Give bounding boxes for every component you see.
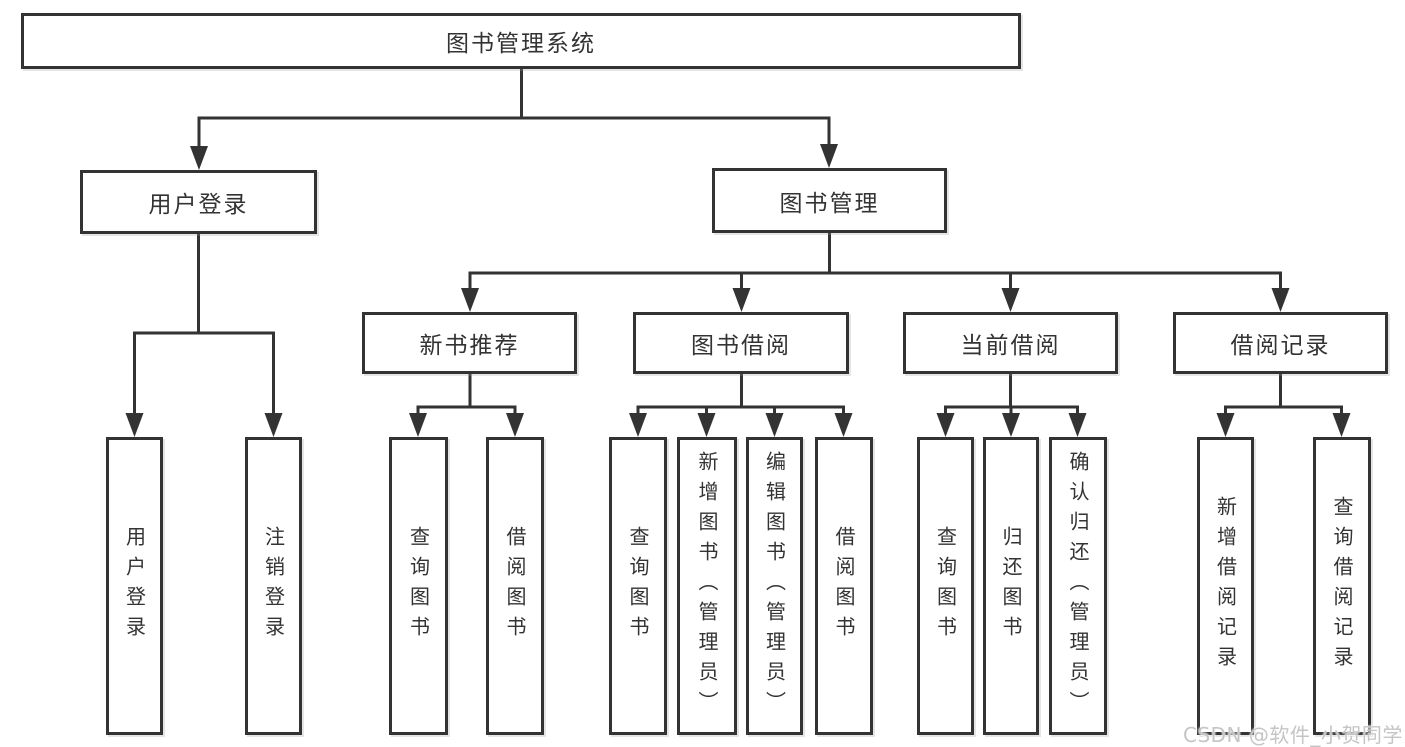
- node-label: 归还图书: [999, 526, 1023, 646]
- node-label: 借阅记录: [1230, 333, 1331, 359]
- csdn-watermark: CSDN @软件_小贺同学: [1183, 723, 1403, 747]
- leaf-add-borrow-record: 新增借阅记录: [1197, 437, 1254, 735]
- node-label: 用户登录: [122, 526, 147, 646]
- leaf-borrow-books-under-borrow: 借阅图书: [815, 437, 873, 735]
- leaf-logout: 注销登录: [245, 437, 302, 735]
- node-label: 新增借阅记录: [1213, 496, 1238, 676]
- node-borrow-records: 借阅记录: [1173, 312, 1388, 374]
- node-label: 图书借阅: [691, 333, 791, 359]
- leaf-query-books-under-current: 查询图书: [917, 437, 974, 735]
- leaf-user-login: 用户登录: [106, 437, 163, 735]
- node-root-library-system: 图书管理系统: [21, 13, 1021, 69]
- node-label: 查询图书: [933, 526, 958, 646]
- node-book-borrow: 图书借阅: [633, 312, 849, 374]
- node-current-borrow: 当前借阅: [903, 312, 1118, 374]
- node-label: 查询图书: [406, 526, 431, 646]
- node-label: 新书推荐: [419, 333, 520, 359]
- node-label: 借阅图书: [832, 526, 856, 646]
- node-label: 编辑图书（管理员）: [762, 451, 787, 721]
- node-label: 查询图书: [626, 526, 650, 646]
- node-new-book-recommend: 新书推荐: [362, 312, 577, 374]
- node-label: 用户登录: [148, 192, 249, 218]
- leaf-query-books-under-borrow: 查询图书: [609, 437, 667, 735]
- leaf-query-borrow-record: 查询借阅记录: [1313, 437, 1371, 735]
- node-book-management: 图书管理: [712, 168, 947, 233]
- leaf-query-books-under-recommend: 查询图书: [389, 437, 448, 735]
- leaf-confirm-return-admin: 确认归还（管理员）: [1049, 437, 1107, 735]
- leaf-add-books-admin: 新增图书（管理员）: [677, 437, 737, 735]
- leaf-borrow-books-under-recommend: 借阅图书: [486, 437, 544, 735]
- node-label: 借阅图书: [503, 526, 527, 646]
- node-label: 当前借阅: [960, 333, 1061, 359]
- leaf-edit-books-admin: 编辑图书（管理员）: [746, 437, 803, 735]
- node-label: 注销登录: [261, 526, 286, 646]
- node-label: 图书管理系统: [446, 31, 596, 57]
- node-label: 查询借阅记录: [1330, 496, 1354, 676]
- node-label: 图书管理: [779, 190, 880, 217]
- node-label: 新增图书（管理员）: [695, 451, 719, 721]
- node-label: 确认归还（管理员）: [1066, 451, 1090, 721]
- node-user-login: 用户登录: [80, 170, 317, 234]
- leaf-return-books: 归还图书: [983, 437, 1039, 735]
